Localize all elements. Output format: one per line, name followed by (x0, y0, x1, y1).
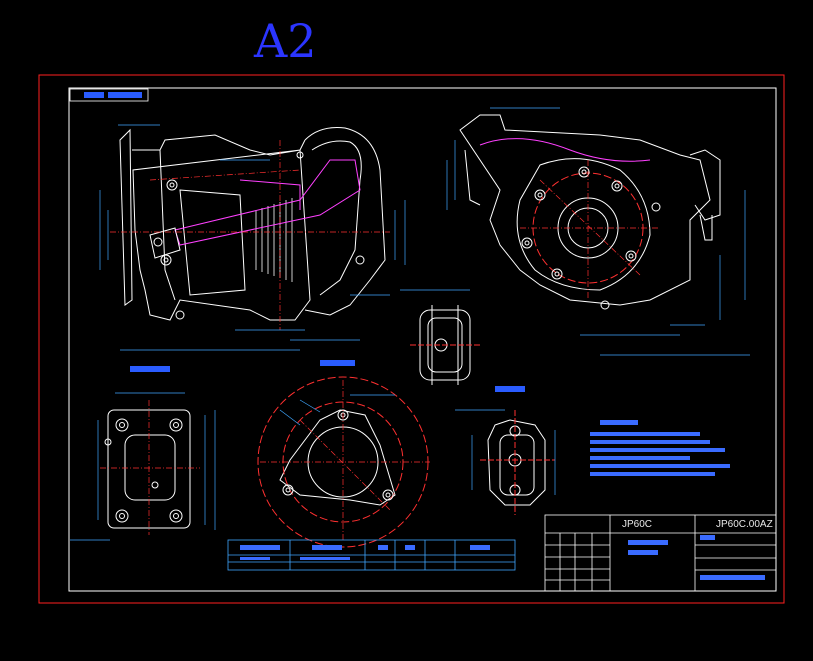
technical-notes (590, 420, 730, 476)
corner-tag (69, 88, 149, 102)
main-side-view (99, 124, 406, 351)
ring-flange-view (257, 360, 430, 548)
right-detail-view (455, 386, 556, 515)
inner-border (68, 87, 777, 592)
right-front-view (446, 107, 750, 356)
flange-view (70, 366, 216, 541)
model-code-label: JP60C (622, 519, 653, 530)
center-detail-view (400, 289, 480, 385)
parts-list-table (227, 539, 516, 571)
drawing-number-label: JP60C.00AZ (716, 519, 773, 530)
outer-frame (38, 74, 785, 604)
sheet-size-label: A2 (254, 14, 317, 68)
title-block (544, 514, 777, 592)
